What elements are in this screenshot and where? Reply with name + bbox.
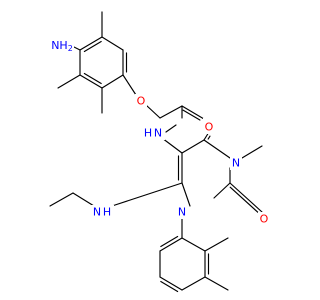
aniline-bond-5-inner <box>83 72 102 85</box>
ring-carbonyl-bottom-bond <box>229 182 263 213</box>
pyrimidine-bond-2 <box>203 139 231 159</box>
pyrimidine-bond-5 <box>181 182 191 207</box>
aniline-bond-4 <box>101 74 124 89</box>
nh-ring-bond <box>161 137 183 154</box>
aryl-methyl-1-bond <box>204 237 229 252</box>
pyrimidine-bond-1 <box>181 139 205 154</box>
amide-nh-bg <box>141 126 165 140</box>
aryl-bond-4 <box>159 276 183 291</box>
amine-label-bg <box>50 38 74 52</box>
aniline-bond-1 <box>79 36 103 51</box>
ether-bond-2 <box>145 104 161 119</box>
molecule-structure-diagram: NH2 O O H N O N O N N H <box>49 11 270 293</box>
ring-n-aryl-bg <box>176 205 188 219</box>
ethylamino-h-label: H <box>103 206 111 219</box>
ring-carbonyl-top-bg <box>203 120 215 134</box>
ether-oxygen-bg <box>135 94 147 108</box>
aryl-methyl-2-bond <box>204 276 229 291</box>
ethyl-bond-1 <box>72 192 95 207</box>
ethylamino-bond <box>111 182 183 207</box>
ring-n-aryl-label: N <box>178 206 186 219</box>
atom-label-layer: NH2 O O H N O N O N N H <box>50 38 270 226</box>
pyrimidine-bond-4 <box>213 182 231 199</box>
aryl-bond-6 <box>159 237 183 252</box>
ring-carbonyl-bottom-label: O <box>260 213 269 226</box>
bond-layer <box>49 11 263 293</box>
aniline-bond-1-inner <box>83 40 102 53</box>
ring-carbonyl-bottom-bg <box>258 212 270 226</box>
aryl-bond-4-inner <box>160 280 179 293</box>
amide-n-link <box>165 124 177 133</box>
ring-carbonyl-top-bond-inner <box>207 135 211 140</box>
aniline-bond-5 <box>79 74 103 89</box>
aryl-bond-1 <box>181 237 206 252</box>
aryl-bond-3 <box>181 276 206 291</box>
ethyl-bond-2 <box>49 192 74 207</box>
ring-n-methyl-label: N <box>232 157 240 170</box>
n-methyl-bond <box>241 145 263 159</box>
ring-n-methyl-bg <box>230 156 242 170</box>
amide-carbonyl-bond <box>181 105 205 120</box>
ethylamino-bg <box>90 205 114 219</box>
aniline-bond-2 <box>101 36 124 51</box>
aryl-bond-6-inner <box>160 235 179 248</box>
ethylamino-n-label: N <box>93 206 101 219</box>
amide-n-label: N <box>154 127 162 140</box>
ether-bond-1 <box>122 74 137 96</box>
ch2-carbonyl-bond <box>159 105 183 119</box>
amine-label: NH2 <box>51 39 73 53</box>
ether-oxygen-label: O <box>137 95 146 108</box>
amide-carbonyl-bond-inner <box>182 109 201 121</box>
amide-h-label: H <box>144 127 152 140</box>
aniline-methyl-left-bond <box>57 74 81 89</box>
ring-carbonyl-bottom-bond-inner <box>229 186 259 213</box>
ring-carbonyl-top-label: O <box>205 121 214 134</box>
